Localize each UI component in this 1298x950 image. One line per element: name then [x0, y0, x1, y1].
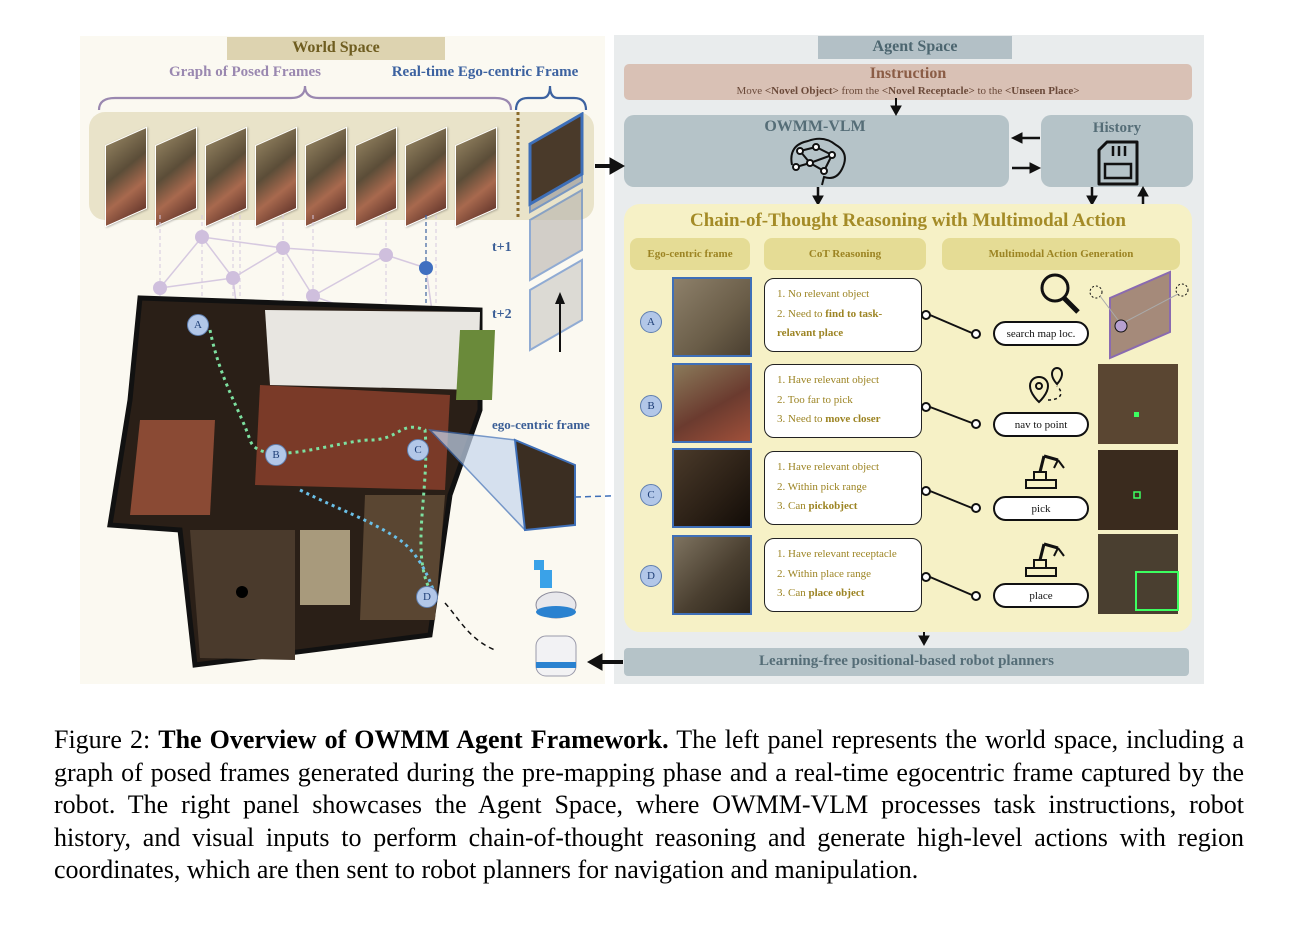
agent-space-title: Agent Space — [818, 36, 1012, 59]
realtime-ego-frame-label: Real-time Ego-centric Frame — [391, 64, 579, 80]
row-marker-b: B — [640, 395, 662, 417]
reasoning-box-a: 1. No relevant object 2. Need to find to… — [764, 278, 922, 352]
caption-title: The Overview of OWMM Agent Framework. — [158, 725, 669, 754]
col-header-action: Multimodal Action Generation — [942, 238, 1180, 270]
ego-thumb-a — [672, 277, 752, 357]
ego-thumb-c — [672, 448, 752, 528]
reason-text: 3. Can — [777, 587, 809, 599]
robot-planners-label: Learning-free positional-based robot pla… — [759, 653, 1054, 669]
owmm-vlm-label: OWMM-VLM — [764, 118, 866, 135]
instruction-part: to the — [974, 85, 1005, 97]
reason-line: 1. Have relevant object — [777, 374, 880, 386]
world-space-title: World Space — [227, 37, 445, 60]
row-marker-d: D — [640, 565, 662, 587]
reason-emph: find to task- — [825, 307, 883, 320]
sd-card-icon — [1097, 140, 1139, 186]
history-box — [1041, 115, 1193, 187]
reason-line: 2. Within pick range — [777, 480, 867, 493]
reason-line: relavant place — [777, 324, 921, 344]
ego-frame-frustum — [428, 429, 641, 532]
reason-text: 3. Can — [777, 500, 809, 512]
owmm-vlm-box — [624, 115, 1009, 187]
row-b-visuals — [921, 364, 1178, 444]
t-plus-1-label: t+1 — [492, 240, 512, 255]
reason-line: 2. Need to find to task- — [777, 305, 921, 325]
history-label: History — [1092, 120, 1142, 136]
row-a-visuals — [921, 270, 1189, 360]
neural-network-icon — [790, 137, 846, 186]
ego-thumb-b — [672, 363, 752, 443]
reason-emph: move closer — [825, 413, 881, 425]
reasoning-box-d: 1. Have relevant receptacle 2. Within pl… — [764, 538, 922, 612]
col-header-ego: Ego-centric frame — [630, 238, 750, 270]
instruction-unseen-place: <Unseen Place> — [1005, 85, 1080, 97]
cot-title: Chain-of-Thought Reasoning with Multimod… — [689, 210, 1126, 231]
reason-line: 1. No relevant object — [777, 288, 870, 300]
floor-plan — [107, 295, 496, 668]
reason-line: 2. Too far to pick — [777, 393, 853, 406]
reason-line: 3. Can place object — [777, 584, 921, 604]
action-search-map: search map loc. — [993, 321, 1089, 346]
ego-brace — [514, 85, 588, 111]
graph-of-posed-frames-label: Graph of Posed Frames — [168, 64, 322, 80]
posed-frame — [455, 126, 497, 228]
map-marker-b: B — [265, 444, 287, 466]
graph-brace — [97, 85, 513, 111]
posed-frame — [155, 126, 197, 228]
reason-emph: place object — [808, 587, 865, 599]
map-marker-d: D — [416, 586, 438, 608]
t-plus-2-label: t+2 — [492, 307, 512, 322]
map-marker-a: A — [187, 314, 209, 336]
row-d-visuals — [921, 534, 1179, 614]
reasoning-box-c: 1. Have relevant object 2. Within pick r… — [764, 451, 922, 525]
reason-line: 3. Can pickobject — [777, 497, 921, 517]
action-nav-to-point: nav to point — [993, 412, 1089, 437]
instruction-text: Move <Novel Object> from the <Novel Rece… — [624, 84, 1192, 98]
row-marker-c: C — [640, 484, 662, 506]
instruction-part: from the — [838, 85, 882, 97]
posed-frame — [355, 126, 397, 228]
posed-frame — [305, 126, 347, 228]
reason-line: 2. Within place range — [777, 567, 872, 580]
reasoning-box-b: 1. Have relevant object 2. Too far to pi… — [764, 364, 922, 438]
instruction-box — [624, 64, 1192, 100]
reason-line: 3. Need to move closer — [777, 410, 921, 430]
row-c-visuals — [921, 450, 1178, 530]
reason-text: 3. Need to — [777, 413, 826, 425]
robot-icon — [534, 560, 577, 677]
action-pick: pick — [993, 496, 1089, 521]
caption-body: The left panel represents the world spac… — [54, 725, 1244, 884]
instruction-novel-receptacle: <Novel Receptacle> — [881, 85, 975, 97]
posed-frames-band — [89, 112, 594, 228]
posed-frame — [405, 126, 447, 228]
instruction-title: Instruction — [869, 65, 947, 82]
caption-prefix: Figure 2: — [54, 725, 159, 754]
ego-frame-stack — [516, 112, 584, 352]
reason-text: 2. Need to — [777, 307, 826, 320]
posed-frame — [205, 126, 247, 228]
ego-thumb-d — [672, 535, 752, 615]
posed-frame — [105, 126, 147, 228]
map-marker-c: C — [407, 439, 429, 461]
action-place: place — [993, 583, 1089, 608]
reason-line: 1. Have relevant object — [777, 461, 880, 473]
row-marker-a: A — [640, 311, 662, 333]
posed-frame — [255, 126, 297, 228]
reason-emph: relavant place — [777, 327, 844, 339]
reason-emph: pickobject — [808, 500, 858, 512]
col-header-cot: CoT Reasoning — [764, 238, 926, 270]
figure-caption: Figure 2: The Overview of OWMM Agent Fra… — [54, 724, 1244, 887]
instruction-part: Move — [736, 85, 765, 97]
robot-planners-box — [624, 648, 1189, 676]
reason-line: 1. Have relevant receptacle — [777, 548, 897, 560]
ego-centric-frame-label: ego-centric frame — [492, 417, 590, 432]
instruction-novel-object: <Novel Object> — [764, 85, 839, 97]
